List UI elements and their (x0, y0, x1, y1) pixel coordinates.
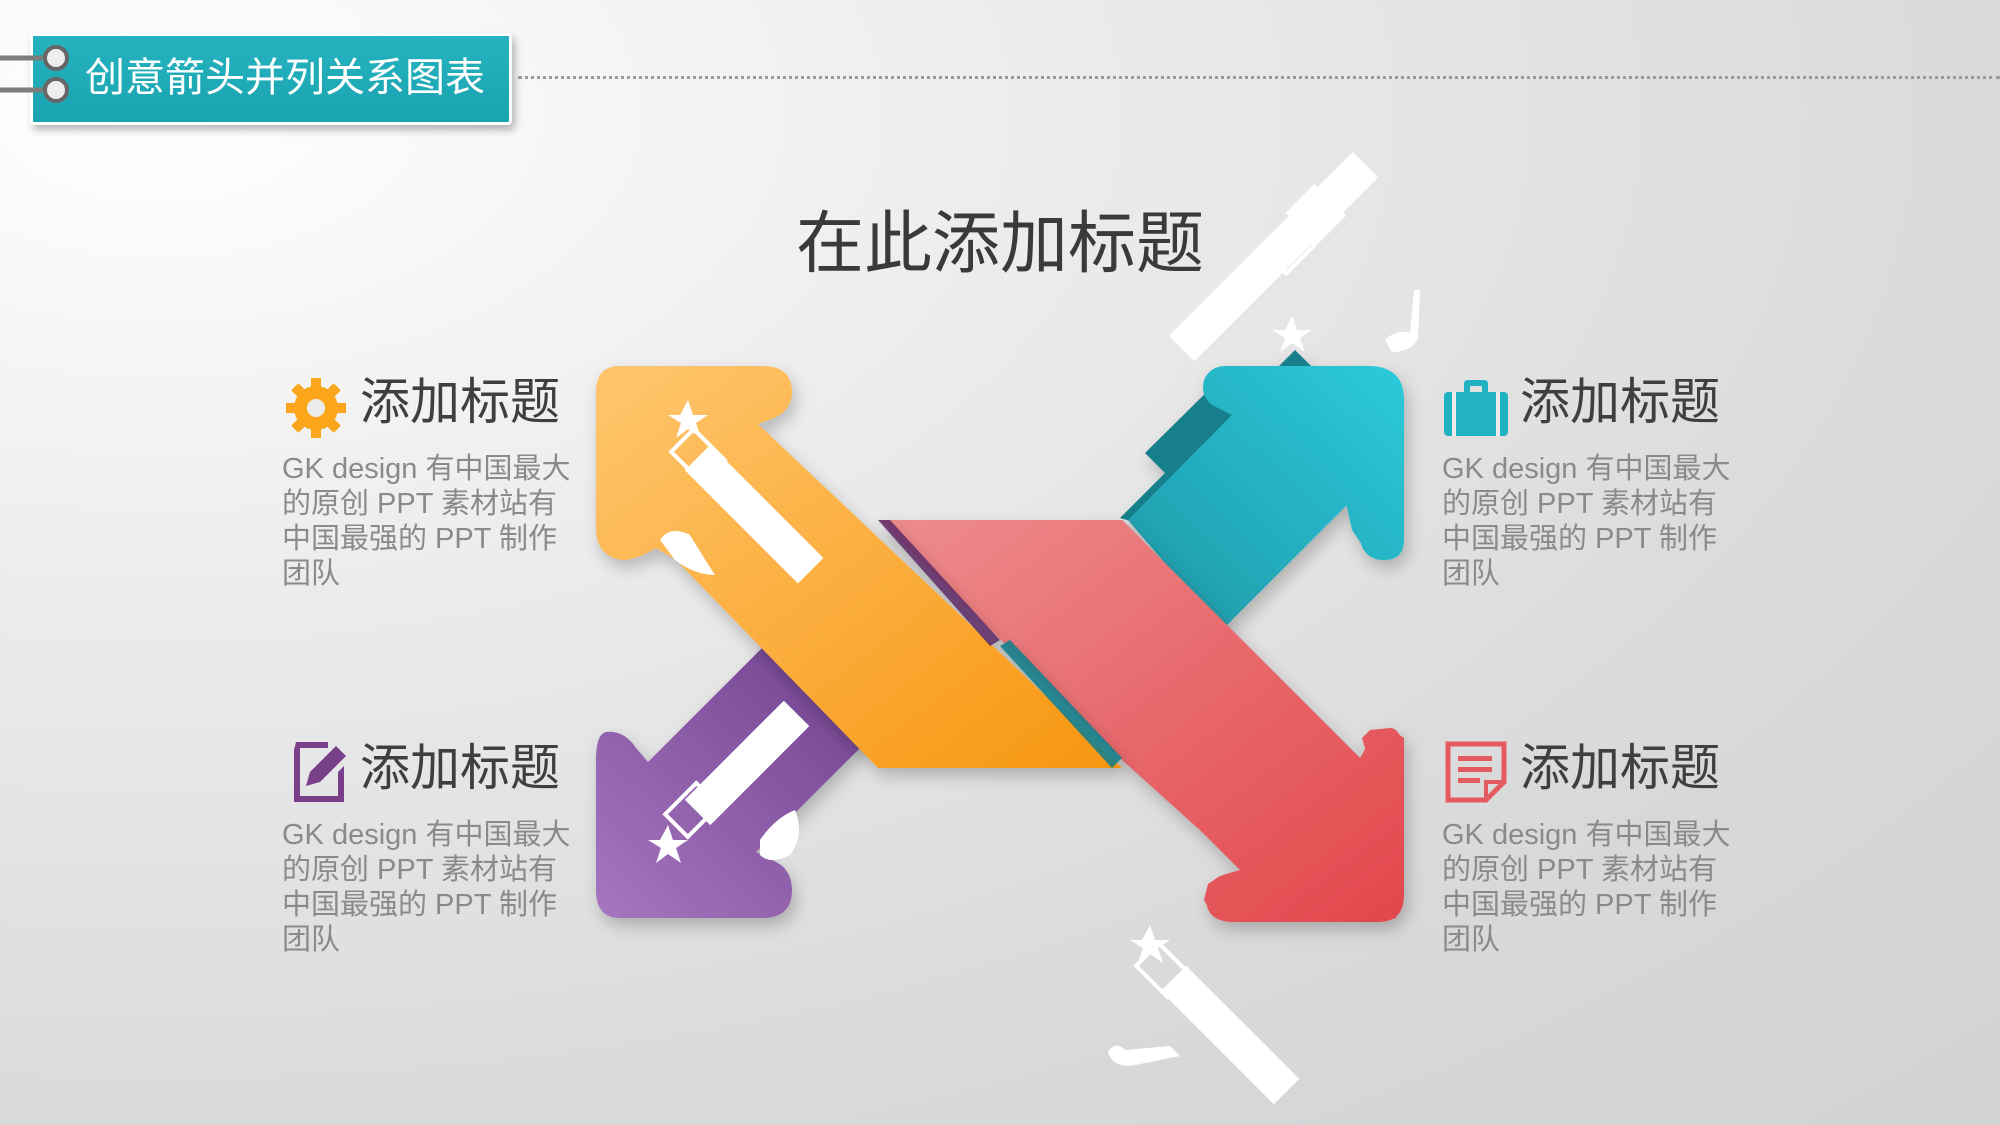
item-title: 添加标题 (1520, 740, 1720, 796)
item-top-right: 添加标题 GK design 有中国最大的原创 PPT 素材站有中国最强的 PP… (1442, 362, 1742, 592)
item-title: 添加标题 (1520, 374, 1720, 430)
header-tab: 创意箭头并列关系图表 (30, 33, 512, 125)
header-divider (518, 76, 2000, 79)
gear-icon (286, 378, 346, 438)
item-description: GK design 有中国最大的原创 PPT 素材站有中国最强的 PPT 制作团… (1442, 453, 1731, 590)
item-title: 添加标题 (360, 740, 560, 796)
item-description: GK design 有中国最大的原创 PPT 素材站有中国最强的 PPT 制作团… (1442, 819, 1731, 956)
item-bottom-right: 添加标题 GK design 有中国最大的原创 PPT 素材站有中国最强的 PP… (1442, 728, 1742, 958)
note-icon (1445, 741, 1507, 803)
pencil-decoration-icon (648, 151, 1420, 1105)
edit-document-icon (294, 742, 346, 802)
header-title: 创意箭头并列关系图表 (85, 56, 485, 100)
item-top-left: 添加标题 GK design 有中国最大的原创 PPT 素材站有中国最强的 PP… (282, 362, 582, 592)
item-title: 添加标题 (360, 374, 560, 430)
item-bottom-left: 添加标题 GK design 有中国最大的原创 PPT 素材站有中国最强的 PP… (282, 728, 582, 958)
teal-arrow (1120, 350, 1404, 630)
briefcase-icon (1444, 380, 1508, 436)
item-description: GK design 有中国最大的原创 PPT 素材站有中国最强的 PPT 制作团… (282, 453, 571, 590)
binder-rings-icon (0, 45, 69, 103)
main-title: 在此添加标题 (795, 206, 1204, 282)
item-description: GK design 有中国最大的原创 PPT 素材站有中国最强的 PPT 制作团… (282, 819, 571, 956)
pink-arrow (880, 520, 1404, 922)
